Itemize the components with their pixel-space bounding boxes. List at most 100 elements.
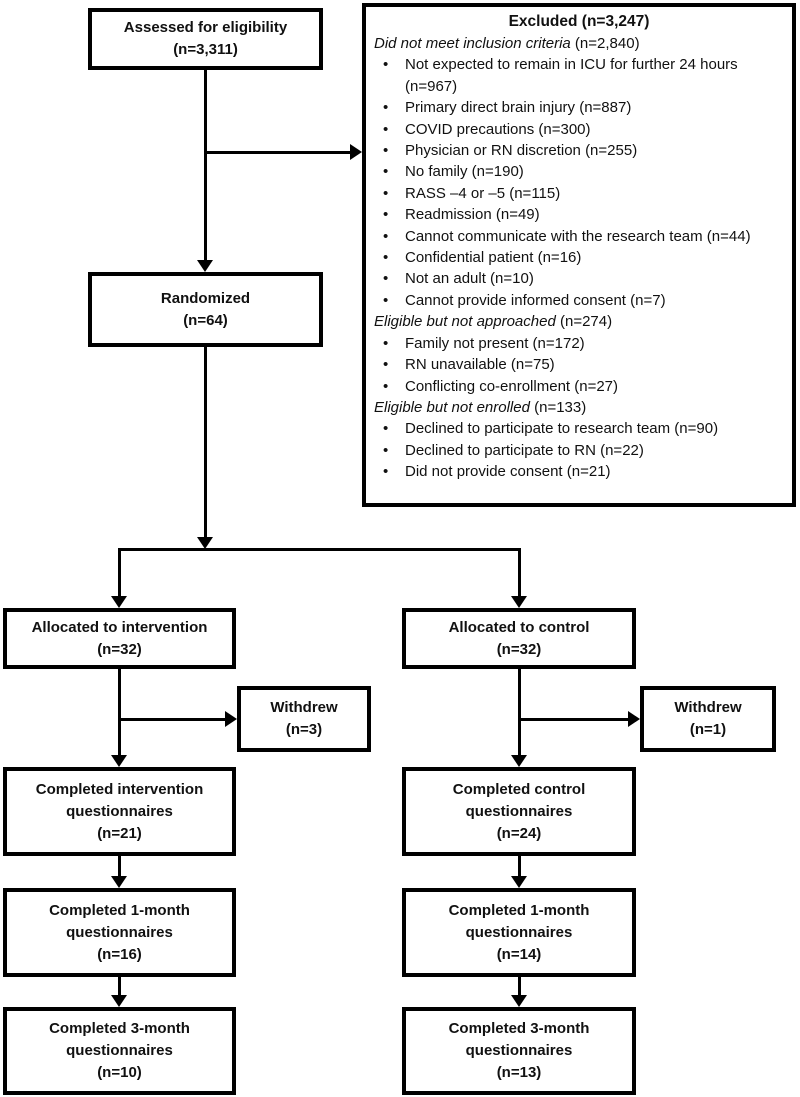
box-withdrew-control: Withdrew (n=1) xyxy=(640,686,776,752)
bullet-icon: • xyxy=(383,334,389,352)
excluded-item-text: Cannot communicate with the research tea… xyxy=(405,227,751,245)
bullet-icon: • xyxy=(383,99,389,117)
box-assessed-eligibility: Assessed for eligibility (n=3,311) xyxy=(88,8,323,70)
box-line: (n=16) xyxy=(97,945,142,963)
box-line: Withdrew xyxy=(674,699,742,716)
connector-intervention-to-completed xyxy=(117,669,121,756)
excluded-item-text: Not expected to remain in ICU for furthe… xyxy=(405,56,738,95)
bullet-icon: • xyxy=(383,56,389,74)
excluded-item: •Physician or RN discretion (n=255) xyxy=(374,140,784,161)
excluded-item-text: Confidential patient (n=16) xyxy=(405,249,582,267)
arrow-down-3month-control-icon xyxy=(511,995,527,1007)
excluded-item-text: Primary direct brain injury (n=887) xyxy=(405,99,632,117)
box-line: (n=10) xyxy=(97,1064,142,1081)
arrow-right-withdrew-intervention-icon xyxy=(225,711,237,727)
box-line: questionnaires xyxy=(465,923,573,941)
box-line: Completed 3-month xyxy=(448,1020,590,1037)
bullet-icon: • xyxy=(383,163,389,181)
bullet-icon: • xyxy=(383,270,389,288)
box-line: (n=64) xyxy=(183,311,228,329)
bullet-icon: • xyxy=(383,227,389,245)
excluded-item: •No family (n=190) xyxy=(374,161,784,182)
connector-assessed-to-randomized xyxy=(204,70,207,262)
excluded-section-not-enrolled: Eligible but not enrolled (n=133) xyxy=(374,397,784,418)
excluded-item-text: Family not present (n=172) xyxy=(405,334,585,352)
arrow-down-3month-intervention-icon xyxy=(111,995,127,1007)
box-3month-intervention: Completed 3-month questionnaires (n=10) xyxy=(3,1007,236,1095)
box-excluded: Excluded (n=3,247) Did not meet inclusio… xyxy=(362,3,796,507)
bullet-icon: • xyxy=(383,463,389,481)
box-line: (n=3,311) xyxy=(173,41,238,58)
excluded-item-text: Readmission (n=49) xyxy=(405,206,540,224)
connector-intervention-to-3month xyxy=(117,977,121,996)
section-count: (n=2,840) xyxy=(570,35,640,52)
arrow-right-excluded-icon xyxy=(350,144,362,160)
connector-control-to-completed xyxy=(517,669,521,756)
section-count: (n=274) xyxy=(555,313,613,331)
arrow-down-1month-control-icon xyxy=(511,876,527,888)
connector-split-to-intervention xyxy=(117,549,121,597)
box-line: (n=13) xyxy=(496,1064,542,1081)
box-line: questionnaires xyxy=(66,1042,173,1059)
excluded-item: • Declined to participate to RN (n=22) xyxy=(374,440,784,461)
bullet-icon: • xyxy=(383,249,389,267)
bullet-icon: • xyxy=(383,291,389,309)
arrow-down-completed-intervention-icon xyxy=(111,755,127,767)
excluded-item-text: RASS –4 or –5 (n=115) xyxy=(405,184,561,202)
excluded-item: •RN unavailable (n=75) xyxy=(374,354,784,375)
connector-randomized-to-split xyxy=(204,347,207,538)
excluded-item-text: Conflicting co-enrollment (n=27) xyxy=(405,377,619,395)
bullet-icon: • xyxy=(383,206,389,224)
box-allocated-control: Allocated to control (n=32) xyxy=(402,608,636,669)
box-line: Completed intervention xyxy=(35,780,204,798)
excluded-item-text: Declined to participate to RN (n=22) xyxy=(405,441,644,459)
arrow-right-withdrew-control-icon xyxy=(628,711,640,727)
excluded-item: • Not an adult (n=10) xyxy=(374,268,784,289)
excluded-item: • Cannot communicate with the research te… xyxy=(374,226,784,247)
excluded-item: •Declined to participate to research tea… xyxy=(374,418,784,439)
excluded-item-text: Did not provide consent (n=21) xyxy=(405,463,611,481)
box-1month-intervention: Completed 1-month questionnaires (n=16) xyxy=(3,888,236,977)
connector-to-withdrew-intervention xyxy=(119,717,226,721)
connector-split-to-control xyxy=(517,549,521,597)
excluded-item: • Primary direct brain injury (n=887) xyxy=(374,97,784,118)
arrow-down-1month-intervention-icon xyxy=(111,876,127,888)
box-line: Completed 1-month xyxy=(49,901,190,919)
arrow-down-split-icon xyxy=(197,537,213,549)
excluded-title: Excluded (n=3,247) xyxy=(508,13,650,30)
box-line: (n=24) xyxy=(496,824,542,842)
excluded-item: • Conflicting co-enrollment (n=27) xyxy=(374,376,784,397)
box-line: Allocated to intervention xyxy=(31,618,208,636)
box-line: Completed 3-month xyxy=(49,1020,190,1037)
excluded-item: •COVID precautions (n=300) xyxy=(374,119,784,140)
excluded-item: • Did not provide consent (n=21) xyxy=(374,461,784,482)
bullet-icon: • xyxy=(383,420,389,438)
excluded-item: • Family not present (n=172) xyxy=(374,333,784,354)
arrow-down-randomized-icon xyxy=(197,260,213,272)
excluded-item-text: Not an adult (n=10) xyxy=(405,270,534,288)
box-line: Randomized xyxy=(160,289,251,307)
box-line: questionnaires xyxy=(465,802,573,820)
bullet-icon: • xyxy=(383,142,389,160)
box-line: (n=14) xyxy=(496,945,542,963)
arrow-down-allocated-control-icon xyxy=(511,596,527,608)
box-allocated-intervention: Allocated to intervention (n=32) xyxy=(3,608,236,669)
box-line: (n=1) xyxy=(689,721,727,738)
connector-to-withdrew-control xyxy=(519,717,628,721)
box-line: questionnaires xyxy=(465,1042,573,1059)
box-1month-control: Completed 1-month questionnaires (n=14) xyxy=(402,888,636,977)
bullet-icon: • xyxy=(383,120,389,138)
box-line: Assessed for eligibility xyxy=(123,19,288,36)
section-label: Eligible but not approached xyxy=(374,313,556,331)
arrow-down-completed-control-icon xyxy=(511,755,527,767)
section-label: Did not meet inclusion criteria xyxy=(374,35,571,52)
box-3month-control: Completed 3-month questionnaires (n=13) xyxy=(402,1007,636,1095)
connector-split-bar xyxy=(117,547,521,551)
connector-to-excluded xyxy=(205,150,351,154)
box-line: (n=32) xyxy=(496,640,542,658)
box-line: questionnaires xyxy=(66,923,173,941)
bullet-icon: • xyxy=(383,441,389,459)
bullet-icon: • xyxy=(383,377,389,395)
arrow-down-allocated-intervention-icon xyxy=(111,596,127,608)
